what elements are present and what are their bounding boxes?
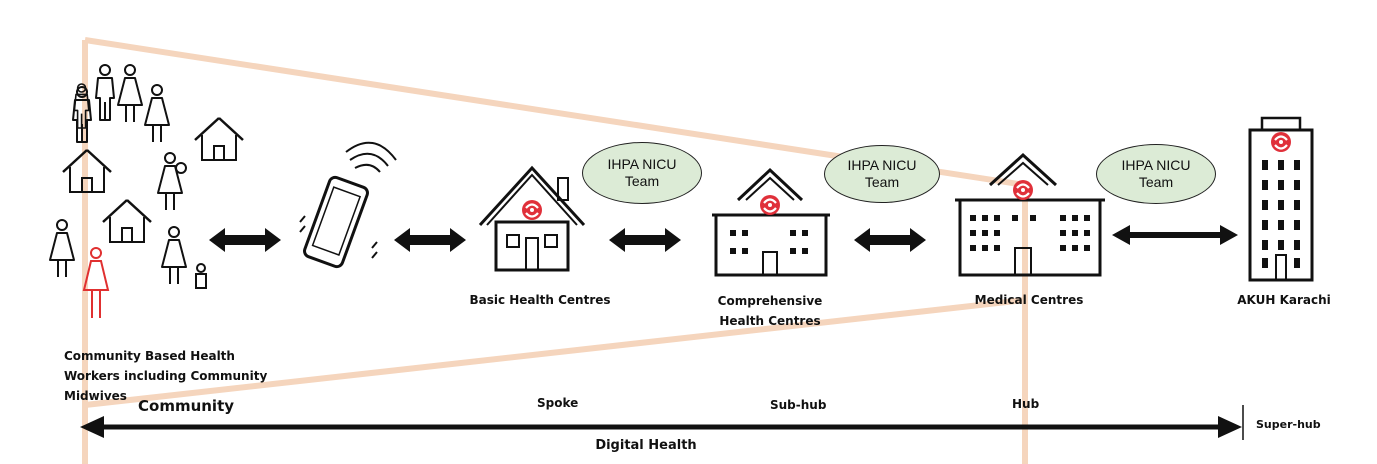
smartphone-icon bbox=[303, 175, 369, 269]
family-icon bbox=[72, 64, 170, 143]
bubble-line1: IHPA NICU bbox=[607, 156, 677, 172]
bubble-line2: Team bbox=[864, 174, 900, 190]
pregnant-woman-icon bbox=[49, 219, 75, 278]
bubble-line1: IHPA NICU bbox=[1121, 157, 1191, 173]
medical-centres-label: Medical Centres bbox=[974, 293, 1084, 307]
community-axis-label: Community bbox=[138, 397, 235, 415]
ihpa-nicu-bubble-3: IHPA NICU Team bbox=[1096, 144, 1216, 204]
super-hub-axis-label: Super-hub bbox=[1256, 418, 1321, 431]
ihpa-nicu-bubble-2: IHPA NICU Team bbox=[824, 145, 940, 203]
bubble-line1: IHPA NICU bbox=[847, 157, 917, 173]
akuh-label: AKUH Karachi bbox=[1237, 293, 1331, 307]
spoke-axis-label: Spoke bbox=[537, 396, 579, 410]
sub-hub-axis-label: Sub-hub bbox=[770, 398, 827, 412]
health-worker-icon bbox=[82, 247, 110, 318]
basic-health-centre-icon bbox=[478, 165, 586, 272]
bubble-line2: Team bbox=[1138, 174, 1174, 190]
double-arrow-icon bbox=[209, 225, 1238, 252]
ihpa-nicu-bubble-1: IHPA NICU Team bbox=[582, 142, 702, 204]
mother-child-icon bbox=[157, 152, 187, 211]
comprehensive-health-centre-icon bbox=[712, 167, 830, 277]
community-workers-label: Community Based Health Workers including… bbox=[64, 349, 268, 403]
basic-health-label: Basic Health Centres bbox=[469, 293, 611, 307]
digital-health-label: Digital Health bbox=[595, 438, 697, 453]
bubble-line2: Team bbox=[624, 173, 660, 189]
hub-axis-label: Hub bbox=[1012, 397, 1040, 411]
medical-centre-icon bbox=[955, 152, 1105, 277]
comprehensive-health-label: Comprehensive Health Centres bbox=[717, 294, 823, 328]
parent-child-icon bbox=[161, 226, 207, 289]
digital-health-axis bbox=[80, 405, 1244, 440]
hospital-tower-icon bbox=[1248, 116, 1314, 282]
